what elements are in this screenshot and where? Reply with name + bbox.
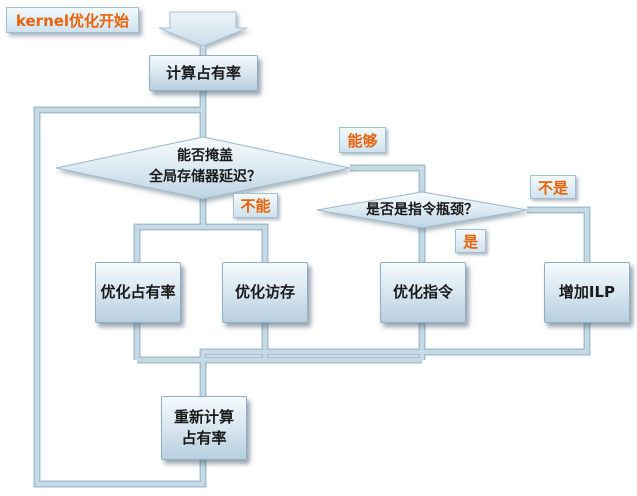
- edge-label-cannot: 不能: [233, 193, 278, 218]
- connector-lines: [33, 46, 591, 488]
- recalc-line1: 重新计算: [173, 408, 234, 426]
- recalc-occupancy-box: 重新计算 占有率: [161, 396, 247, 460]
- connector-line: [133, 199, 207, 262]
- flow-title: kernel优化开始: [6, 7, 139, 33]
- connector-line: [350, 164, 426, 192]
- increase-ilp-box: 增加ILP: [544, 262, 630, 323]
- decision-hide-label: 能否掩盖 全局存储器延迟？: [110, 144, 300, 190]
- connector-line: [135, 199, 205, 262]
- calc-occupancy-box: 计算占有率: [149, 55, 258, 91]
- start-arrow: [158, 11, 248, 47]
- decision-hide-line1: 能否掩盖: [177, 148, 233, 164]
- optimize-instruction-box: 优化指令: [380, 262, 466, 323]
- connector-line: [350, 166, 424, 192]
- edge-label-no: 不是: [530, 175, 576, 199]
- decision-diamond-bottleneck: [316, 191, 528, 229]
- decision-bottleneck-label: 是否是指令瓶颈？: [366, 201, 478, 218]
- recalc-line2: 占有率: [181, 429, 227, 447]
- connector-line: [527, 206, 591, 262]
- connector-line: [203, 223, 269, 262]
- connector-line: [35, 108, 205, 486]
- connector-line: [527, 208, 589, 262]
- optimize-occupancy-box: 优化占有率: [95, 262, 181, 323]
- connector-line: [203, 225, 267, 262]
- optimize-memory-box: 优化访存: [222, 262, 308, 323]
- edge-label-can: 能够: [339, 127, 386, 153]
- connector-line: [201, 323, 589, 396]
- decision-hide-line2: 全局存储器延迟？: [149, 169, 261, 185]
- edge-label-yes: 是: [455, 229, 486, 253]
- decision-diamond-hide: [55, 136, 351, 200]
